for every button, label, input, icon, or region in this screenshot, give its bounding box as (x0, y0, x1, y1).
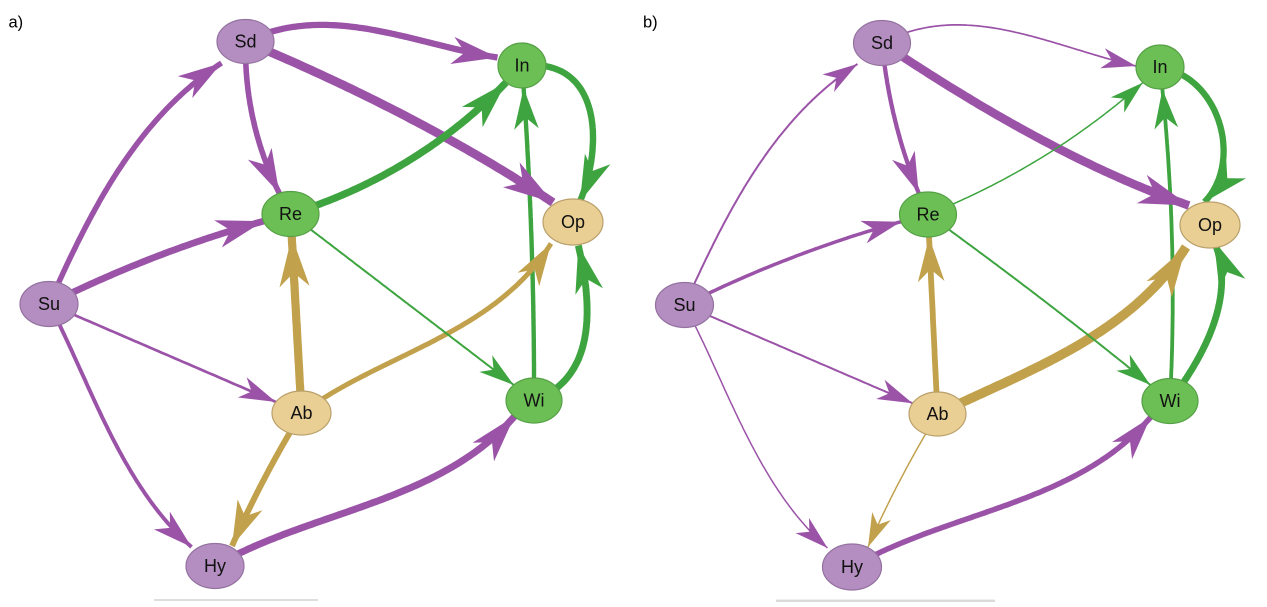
svg-text:In: In (514, 56, 529, 76)
svg-text:Sd: Sd (871, 33, 893, 53)
svg-text:Hy: Hy (841, 557, 863, 577)
svg-text:Re: Re (279, 204, 302, 224)
svg-text:Hy: Hy (204, 556, 226, 576)
svg-text:Wi: Wi (524, 391, 545, 411)
svg-text:b): b) (643, 14, 658, 32)
svg-text:Op: Op (561, 212, 585, 232)
svg-text:Re: Re (916, 205, 939, 225)
svg-text:Ab: Ab (290, 403, 312, 423)
svg-text:a): a) (9, 14, 24, 32)
svg-text:Op: Op (1198, 215, 1222, 235)
svg-text:Su: Su (38, 294, 60, 314)
svg-text:Sd: Sd (234, 32, 256, 52)
svg-text:Wi: Wi (1160, 391, 1181, 411)
svg-text:Ab: Ab (926, 404, 948, 424)
svg-text:In: In (1152, 57, 1167, 77)
svg-text:Su: Su (673, 295, 695, 315)
